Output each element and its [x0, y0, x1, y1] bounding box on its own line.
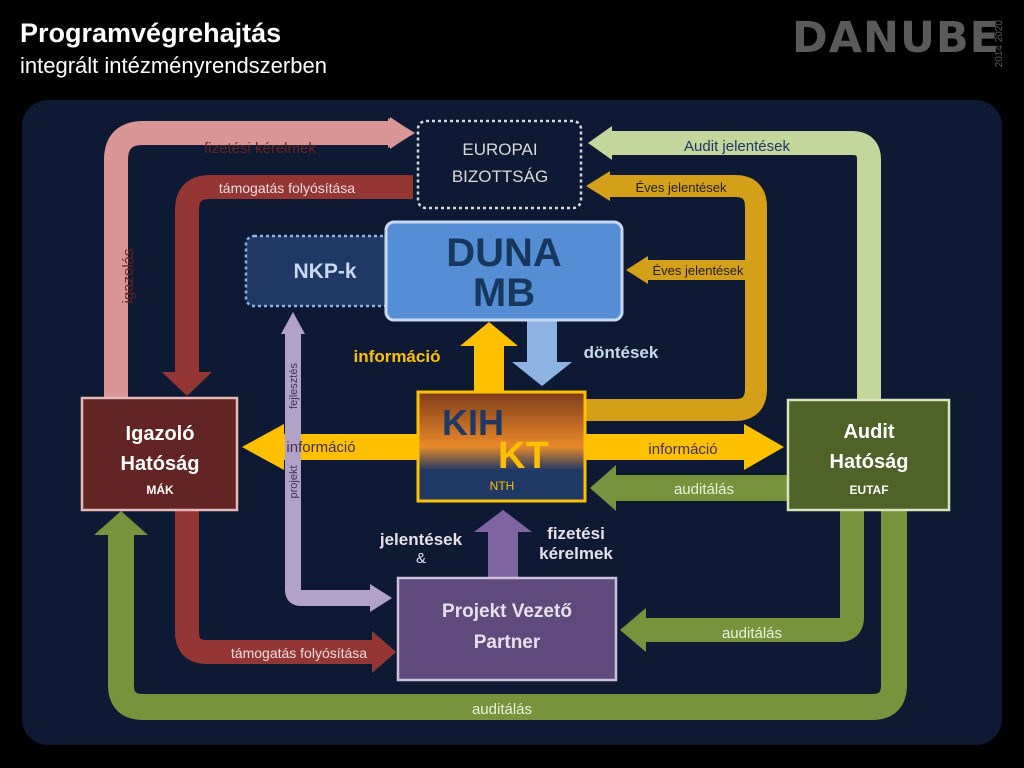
pvp-line2: Partner — [474, 632, 541, 653]
label-projekt: projekt — [288, 465, 300, 498]
node-duna-mb: DUNA MB — [384, 220, 624, 322]
arrowhead-fizetesi — [388, 118, 414, 148]
node-projekt-vezeto-partner: Projekt Vezető Partner — [396, 576, 618, 682]
arrow-dontesek — [512, 318, 572, 386]
arrow-informacio-left — [242, 424, 418, 470]
label-auditalas-kt: auditálás — [674, 481, 734, 498]
label-fizetesi-kerelmek: fizetési kérelmek — [204, 140, 316, 157]
arrow-projekt-fejlesztes — [281, 312, 392, 612]
nth-label: NTH — [490, 479, 515, 493]
label-informacio-left: információ — [286, 439, 355, 456]
kt-label: KT — [498, 435, 549, 477]
duna-line1: DUNA — [446, 231, 562, 275]
arrow-tamogatas-top — [162, 175, 413, 396]
label-fizetesi-k1: fizetési — [547, 524, 605, 543]
audit-line2: Hatóság — [830, 451, 909, 473]
igazolo-line2: Hatóság — [121, 453, 200, 475]
label-auditalas-bottom: auditálás — [472, 701, 532, 718]
label-eves-2: Éves jelentések — [652, 263, 744, 278]
arrow-auditalas-kt — [590, 465, 788, 511]
label-fejlesztes: fejlesztés — [288, 363, 300, 409]
label-tamogatas-top: támogatás folyósítása — [219, 180, 355, 196]
page-subtitle: integrált intézményrendszerben — [20, 53, 327, 78]
label-igazolas: igazolás — [120, 248, 137, 303]
igazolo-abbr: MÁK — [146, 482, 174, 497]
arrow-pvp-up — [474, 510, 532, 578]
node-nkp: NKP-k — [244, 234, 408, 308]
label-fizetesi-k2: kérelmek — [539, 544, 613, 563]
node-kih-kt: KIH KT NTH — [416, 390, 587, 503]
eu-line1: EUROPAI — [462, 140, 537, 159]
page-title: Programvégrehajtás — [20, 18, 282, 48]
duna-line2: MB — [473, 271, 535, 315]
igazolo-line1: Igazoló — [126, 423, 195, 445]
label-jelentesek: jelentések — [379, 530, 463, 549]
arrow-auditalas-bottom — [94, 510, 907, 720]
arrow-informacio-right — [586, 424, 784, 470]
label-auditalas-pvp: auditálás — [722, 625, 782, 642]
node-igazolo-hatosag: Igazoló Hatóság MÁK — [80, 396, 239, 512]
label-eves-1: Éves jelentések — [635, 180, 727, 195]
node-europai-bizottsag: EUROPAI BIZOTTSÁG — [416, 119, 583, 210]
danube-logo: DANUBE — [792, 13, 1001, 63]
label-audit-jelentesek: Audit jelentések — [684, 138, 790, 155]
arrow-tamogatas-bottom — [175, 510, 396, 673]
audit-line1: Audit — [843, 421, 894, 443]
arrow-informacio-up — [460, 322, 518, 392]
pvp-line1: Projekt Vezető — [442, 601, 572, 622]
eu-line2: BIZOTTSÁG — [452, 167, 548, 186]
arrow-auditalas-pvp — [620, 510, 864, 652]
kih-label: KIH — [442, 402, 504, 443]
label-dontesek: döntések — [584, 343, 659, 362]
arrow-eves-jelentesek — [586, 171, 767, 421]
node-audit-hatosag: Audit Hatóság EUTAF — [786, 398, 951, 512]
arrow-audit-jelentesek — [588, 126, 881, 400]
nkp-label: NKP-k — [293, 260, 356, 283]
label-informacio-up: információ — [354, 347, 441, 366]
label-amp: & — [416, 550, 426, 567]
audit-abbr: EUTAF — [849, 483, 888, 497]
label-tamogatas-bottom: támogatás folyósítása — [231, 645, 367, 661]
label-informacio-right: információ — [648, 441, 717, 458]
